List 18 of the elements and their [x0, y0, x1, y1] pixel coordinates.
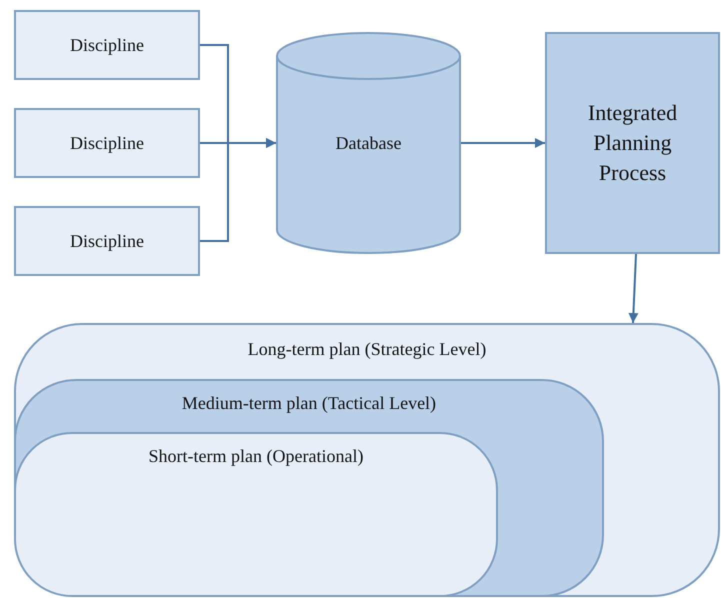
plan-panel: [14, 323, 720, 597]
node-label: Medium-term plan (Tactical Level): [182, 392, 436, 415]
process-box: [14, 108, 200, 178]
plan-panel: [14, 379, 604, 597]
node-label: Discipline: [70, 34, 144, 57]
node-label: Integrated Planning Process: [586, 99, 678, 187]
process-box: [14, 10, 200, 80]
node-label: Short-term plan (Operational): [148, 445, 364, 468]
process-box: [14, 206, 200, 276]
node-label: Discipline: [70, 230, 144, 253]
node-label: Discipline: [70, 132, 144, 155]
arrow: [628, 254, 638, 324]
node-label: Long-term plan (Strategic Level): [248, 338, 486, 361]
node-label: Database: [336, 132, 402, 155]
process-box: [545, 32, 720, 254]
arrow: [461, 138, 545, 148]
plan-panel: [14, 432, 498, 597]
arrow: [200, 138, 276, 242]
